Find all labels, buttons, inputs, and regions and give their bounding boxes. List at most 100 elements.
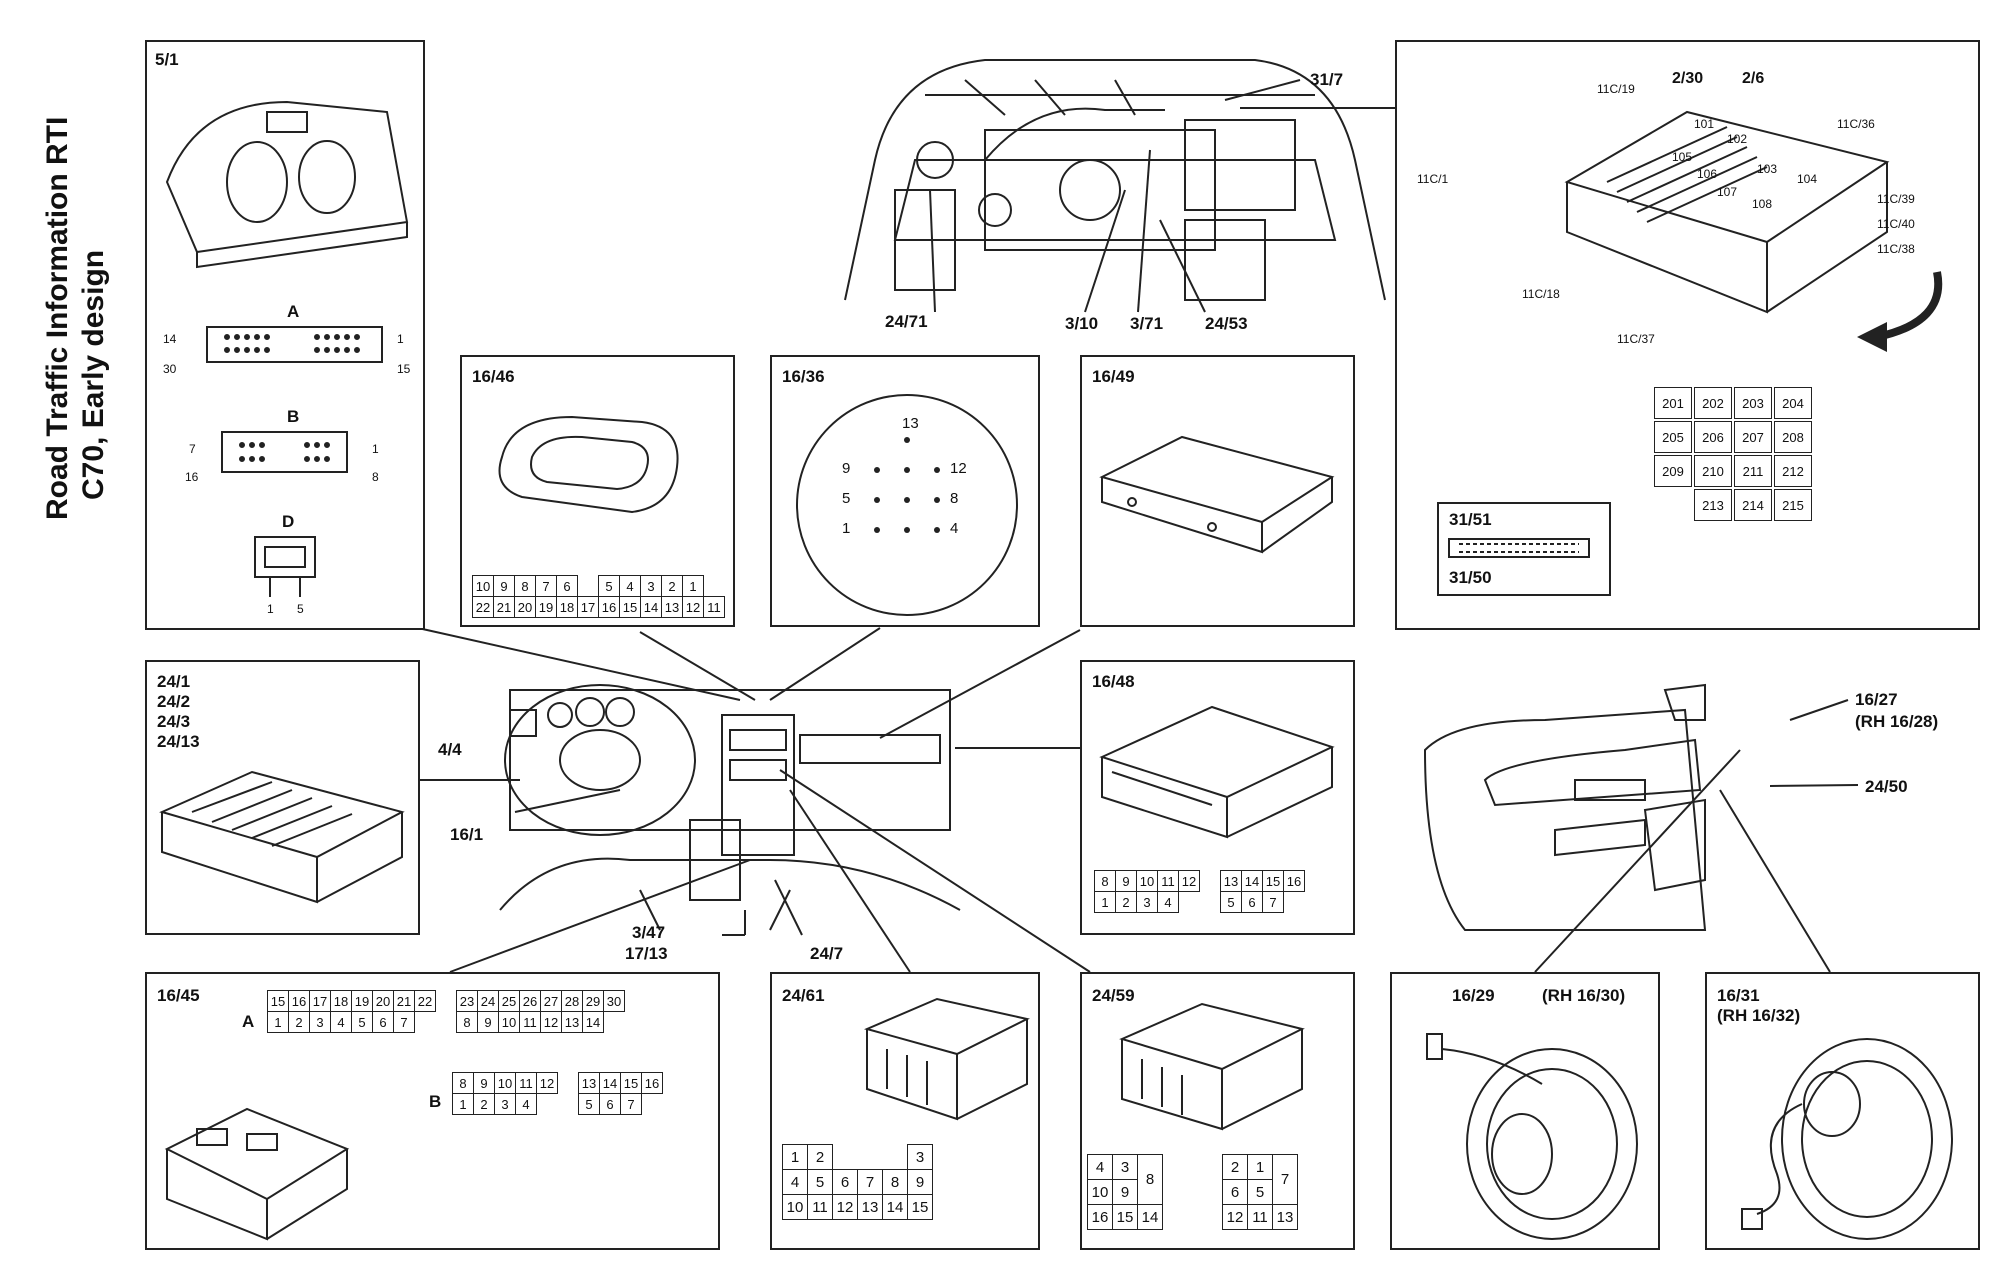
fuse-label: 11C/19: [1597, 82, 1635, 96]
pin-cell: 10: [1087, 1179, 1113, 1205]
fuse-label: 11C/36: [1837, 117, 1875, 131]
pin-cell: 30: [603, 990, 625, 1012]
pin-cell: 1: [1094, 891, 1116, 913]
pin-number: 30: [163, 362, 177, 376]
pin-cell: 25: [498, 990, 520, 1012]
dashboard-illustration: [499, 684, 961, 931]
pin-cell: 8: [1094, 870, 1116, 892]
panel-antenna-connector: 16/36 13 9 12 5 8 1 4: [770, 355, 1040, 627]
radio-illustration: [1099, 705, 1335, 839]
pin-cell: 13: [561, 1011, 583, 1033]
relay-label: 108: [1752, 197, 1773, 211]
fuse-box-illustration: [1564, 110, 1890, 314]
relay-cell: 204: [1774, 387, 1812, 419]
pin-cell: 13: [578, 1072, 600, 1094]
pin-cell: 13: [1272, 1204, 1298, 1230]
pin-cell: 11: [1157, 870, 1179, 892]
pin-cell: 5: [351, 1011, 373, 1033]
pin-cell: 10: [472, 575, 494, 597]
pin-cell: 1: [782, 1144, 808, 1170]
pin-cell: 2: [1115, 891, 1137, 913]
pin-cell: 5: [598, 575, 620, 597]
relay-cell: 206: [1694, 421, 1732, 453]
pin-cell: 29: [582, 990, 604, 1012]
pin-cell: 10: [782, 1194, 808, 1220]
pin-cell: 23: [456, 990, 478, 1012]
pin-cell: 2: [288, 1011, 310, 1033]
pin-cell: 3: [640, 575, 662, 597]
connector-label: 31/51: [1449, 510, 1492, 529]
pin-cell: 16: [598, 596, 620, 618]
pin-cell: 5: [807, 1169, 833, 1195]
pin-cell: 4: [515, 1093, 537, 1115]
pin-cell: 18: [330, 990, 352, 1012]
pin-cell: 13: [1220, 870, 1242, 892]
rti-module-illustration: [164, 1107, 350, 1241]
pin-number: 7: [189, 442, 196, 456]
pin-cell: 3: [494, 1093, 516, 1115]
pin-cell: 9: [493, 575, 515, 597]
panel-label: 16/48: [1092, 672, 1135, 691]
pin-number: 4: [950, 520, 959, 537]
label-3-10: 3/10: [1065, 314, 1099, 333]
pin-gap: [415, 1012, 436, 1033]
pin-cell: 16: [288, 990, 310, 1012]
relay-label: 104: [1797, 172, 1818, 186]
label-16-28: (RH 16/28): [1855, 712, 1939, 731]
pin-number: 8: [372, 470, 379, 484]
pin-cell: 10: [494, 1072, 516, 1094]
pin-cell: 6: [1241, 891, 1263, 913]
pin-number: 1: [267, 602, 274, 616]
panel-label: 16/36: [782, 367, 825, 386]
pin-cell: 14: [640, 596, 662, 618]
pin-cell: 21: [393, 990, 415, 1012]
pin-cell: 14: [1241, 870, 1263, 892]
relay-cell: 208: [1774, 421, 1812, 453]
door-illustration: [1423, 683, 1707, 931]
pin-cell: 4: [1087, 1154, 1113, 1180]
pin-cell: 28: [561, 990, 583, 1012]
pin-cell: 3: [309, 1011, 331, 1033]
pin-gap: [578, 576, 599, 597]
label-3-71: 3/71: [1130, 314, 1164, 333]
pin-number: 13: [902, 415, 919, 432]
relay-label: 102: [1727, 132, 1748, 146]
pin-cell: 14: [1137, 1204, 1163, 1230]
panel-label: 24/1 24/2 24/3 24/13: [157, 672, 200, 751]
pin-number: 14: [163, 332, 177, 346]
fuse-label: 11C/40: [1877, 217, 1915, 231]
fuse-label: 11C/18: [1522, 287, 1560, 301]
pin-cell: 7: [1262, 891, 1284, 913]
pin-cell: 13: [857, 1194, 883, 1220]
label-24-7: 24/7: [810, 944, 844, 963]
relay-cell: 214: [1734, 489, 1772, 521]
panel-label: 16/46: [472, 367, 515, 386]
relay-label: 103: [1757, 162, 1778, 176]
pin-cell: 19: [535, 596, 557, 618]
pin-cell: 9: [907, 1169, 933, 1195]
pin-gap: [883, 1145, 908, 1170]
pin-gap: [558, 1073, 579, 1094]
relay-label: 106: [1697, 167, 1718, 181]
pin-cell: 11: [703, 596, 725, 618]
panel-sublabel: (RH 16/30): [1542, 986, 1626, 1005]
pin-cell: 1: [1247, 1154, 1273, 1180]
speaker-illustration: [1741, 1038, 1953, 1240]
pin-cell: 14: [599, 1072, 621, 1094]
connector-d-illustration: [254, 536, 316, 597]
pin-cell: 11: [1247, 1204, 1273, 1230]
pin-cell: 14: [582, 1011, 604, 1033]
relay-cell: 205: [1654, 421, 1692, 453]
pin-cell: 17: [309, 990, 331, 1012]
pin-cell: 6: [372, 1011, 394, 1033]
pin-cell: 22: [414, 990, 436, 1012]
arrow-icon: [1857, 271, 1943, 352]
speaker-illustration: [1426, 1033, 1638, 1240]
